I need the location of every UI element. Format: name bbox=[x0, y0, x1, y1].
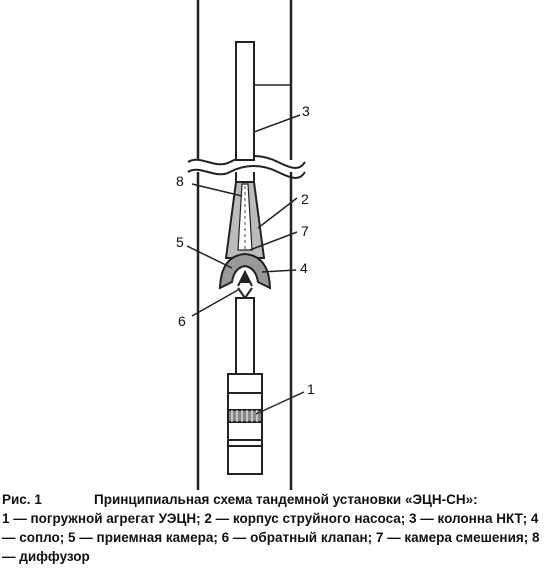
figure-caption: Рис. 1 Принципиальная схема тандемной уст… bbox=[2, 490, 545, 566]
callout-6: 6 bbox=[178, 313, 186, 329]
lower-tubing bbox=[235, 297, 255, 375]
callout-5: 5 bbox=[176, 234, 184, 250]
caption-heading: Рис. 1 Принципиальная схема тандемной уст… bbox=[2, 490, 545, 509]
diagram-canvas: 3 8 2 7 5 4 6 1 bbox=[176, 0, 315, 490]
figure-label: Рис. 1 bbox=[2, 492, 42, 507]
receiving-chamber bbox=[218, 252, 272, 290]
callout-3: 3 bbox=[302, 103, 310, 119]
figure-title: Принципиальная схема тандемной установки… bbox=[94, 492, 478, 507]
leader-lines bbox=[186, 114, 305, 415]
callout-2: 2 bbox=[301, 191, 309, 207]
callout-1: 1 bbox=[307, 381, 315, 397]
callout-4: 4 bbox=[300, 260, 308, 276]
esp-unit bbox=[227, 373, 263, 475]
nkt-tubing bbox=[235, 41, 255, 182]
callout-7: 7 bbox=[301, 223, 309, 239]
check-valve bbox=[237, 287, 253, 300]
callout-8: 8 bbox=[176, 173, 184, 189]
casing bbox=[196, 0, 293, 490]
figure-legend: 1 — погружной агрегат УЭЦН; 2 — корпус с… bbox=[2, 511, 540, 564]
